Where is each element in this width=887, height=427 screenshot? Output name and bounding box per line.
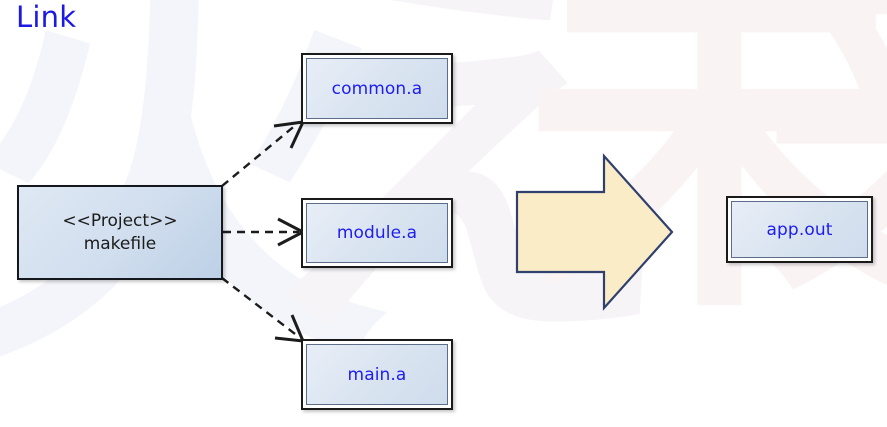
artifact-main-a-label: main.a bbox=[347, 364, 407, 385]
slide-title: Link bbox=[16, 0, 77, 34]
artifact-main-a-body: main.a bbox=[306, 344, 448, 405]
artifact-common-a-body: common.a bbox=[306, 58, 448, 119]
artifact-app-out[interactable]: app.out bbox=[726, 196, 873, 263]
artifact-common-a[interactable]: common.a bbox=[301, 53, 453, 124]
project-makefile-box[interactable]: <<Project>> makefile bbox=[17, 185, 223, 280]
project-name: makefile bbox=[83, 233, 157, 254]
artifact-app-out-label: app.out bbox=[766, 219, 833, 240]
artifact-common-a-label: common.a bbox=[331, 78, 423, 99]
artifact-module-a-label: module.a bbox=[336, 223, 418, 243]
artifact-main-a[interactable]: main.a bbox=[301, 339, 453, 410]
artifact-module-a[interactable]: module.a bbox=[301, 198, 453, 268]
project-stereotype: <<Project>> bbox=[62, 210, 178, 231]
artifact-app-out-body: app.out bbox=[731, 201, 868, 258]
artifact-module-a-body: module.a bbox=[306, 203, 448, 263]
process-arrow-icon bbox=[515, 153, 674, 311]
